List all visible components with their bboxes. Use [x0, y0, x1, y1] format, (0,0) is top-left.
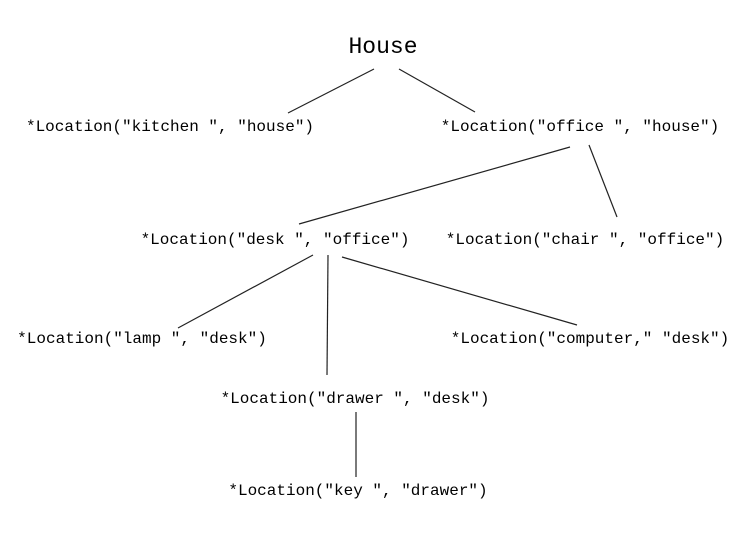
tree-node-desk: *Location("desk ", "office"): [140, 231, 410, 249]
tree-node-lamp: *Location("lamp ", "desk"): [17, 330, 267, 348]
tree-node-chair: *Location("chair ", "office"): [445, 231, 725, 249]
edge-house-kitchen: [287, 68, 375, 114]
tree-node-house: House: [348, 34, 418, 60]
edge-house-office: [398, 68, 476, 113]
tree-node-key: *Location("key ", "drawer"): [228, 482, 488, 500]
edge-desk-lamp: [177, 254, 314, 329]
edge-desk-drawer: [326, 254, 329, 376]
tree-node-drawer: *Location("drawer ", "desk"): [220, 390, 490, 408]
tree-node-computer: *Location("computer," "desk"): [450, 330, 730, 348]
tree-node-kitchen: *Location("kitchen ", "house"): [25, 118, 315, 136]
tree-node-office: *Location("office ", "house"): [440, 118, 720, 136]
edge-office-desk: [298, 146, 571, 225]
edge-desk-computer: [341, 256, 578, 326]
edge-office-chair: [588, 144, 618, 218]
